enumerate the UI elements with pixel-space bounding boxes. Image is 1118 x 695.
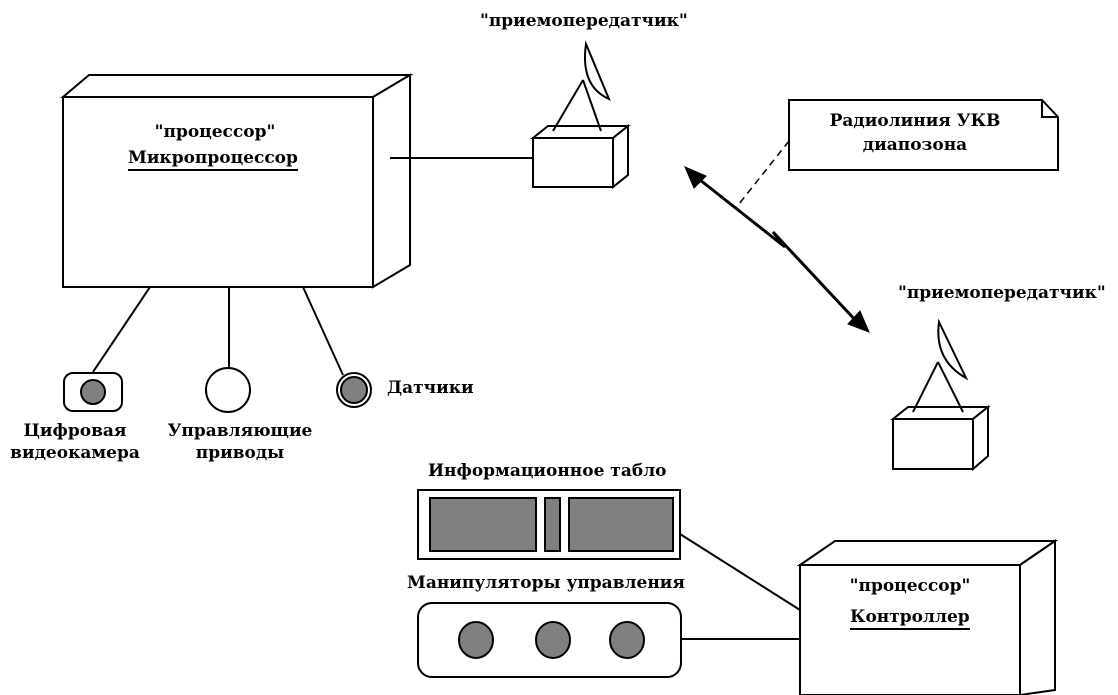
sensor-icon <box>336 372 372 408</box>
camera-label-line1: Цифровая <box>23 421 127 441</box>
controller-name-wrap: Контроллер <box>850 607 970 630</box>
sensors-label: Датчики <box>387 378 474 398</box>
microprocessor-name-wrap: Микропроцессор <box>128 148 298 171</box>
note-line1: Радиолиния УКВ <box>829 111 1001 131</box>
microprocessor-stereotype: "процессор" <box>154 122 276 142</box>
dish-antenna-icon <box>937 318 969 381</box>
transceiver-top-stereotype: "приемопередатчик" <box>480 11 688 31</box>
controller-node <box>796 539 1059 695</box>
info-display-icon <box>417 489 681 560</box>
display-label: Информационное табло <box>428 461 667 481</box>
actuators-label-line1: Управляющие <box>167 421 313 441</box>
note-line2: диапозона <box>862 135 968 155</box>
camera-label-line2: видеокамера <box>10 443 140 463</box>
manipulators-icon <box>417 602 682 678</box>
transceiver-top-node <box>530 40 631 190</box>
radio-link <box>684 166 870 333</box>
dish-antenna-icon <box>584 40 611 101</box>
manipulators-label: Манипуляторы управления <box>407 573 685 593</box>
controller-name: Контроллер <box>850 607 970 630</box>
controller-stereotype: "процессор" <box>849 576 971 596</box>
transceiver-bottom-node <box>890 318 991 472</box>
actuator-icon <box>205 367 251 413</box>
note-box <box>734 99 1059 210</box>
actuators-label-line2: приводы <box>195 443 285 463</box>
microprocessor-name: Микропроцессор <box>128 148 298 171</box>
camera-icon <box>63 372 123 412</box>
transceiver-bottom-stereotype: "приемопередатчик" <box>898 283 1106 303</box>
microprocessor-node <box>60 73 414 289</box>
